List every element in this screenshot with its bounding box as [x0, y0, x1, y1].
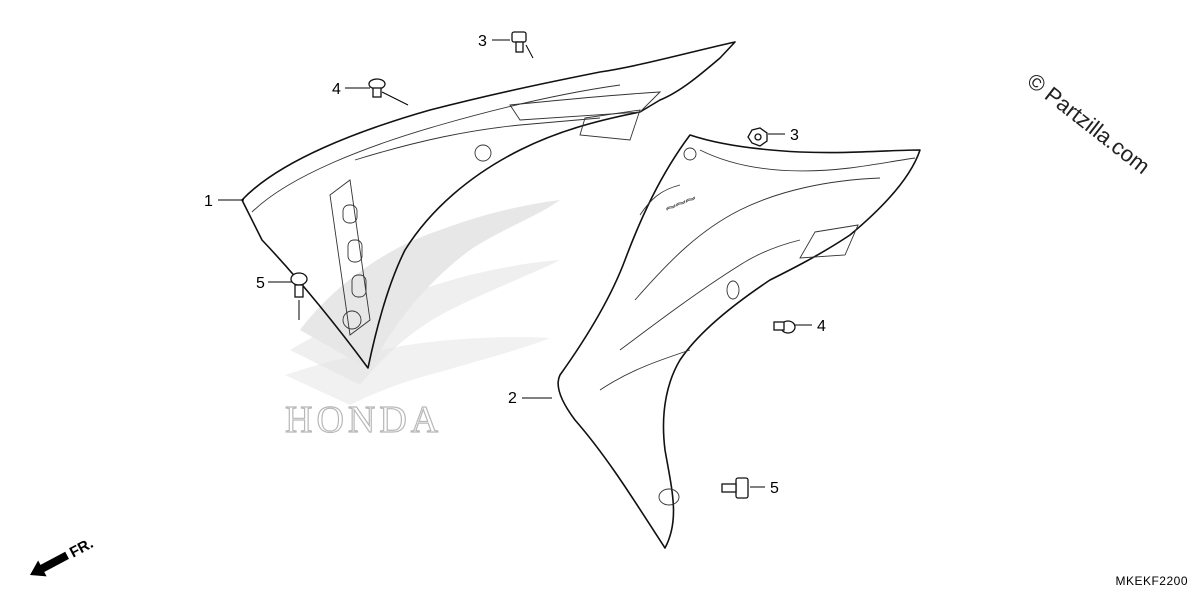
washer-bolt-4-left[interactable] — [368, 78, 386, 98]
callout-5-right: 5 — [770, 480, 779, 497]
front-direction-label: FR. — [67, 535, 96, 561]
drawing-code: MKEKF2200 — [1115, 574, 1188, 588]
bolt-top-3[interactable] — [511, 31, 527, 53]
callout-4-left: 4 — [332, 81, 341, 98]
callout-4-right: 4 — [817, 318, 826, 335]
leader-lines — [218, 39, 812, 488]
callout-3-right: 3 — [790, 127, 799, 144]
clip-5-left[interactable] — [290, 272, 308, 298]
callout-2: 2 — [508, 390, 517, 407]
svg-text:~~~: ~~~ — [662, 188, 699, 218]
honda-wing-watermark — [285, 200, 560, 405]
callout-3-top: 3 — [478, 33, 487, 50]
right-radiator-shroud[interactable]: ~~~ — [557, 134, 921, 549]
washer-bolt-4-right[interactable] — [773, 320, 796, 334]
honda-watermark-text: HONDA — [285, 399, 442, 441]
nut-3-right[interactable] — [747, 127, 768, 147]
left-radiator-shroud[interactable] — [241, 41, 736, 369]
callout-5-left: 5 — [256, 275, 265, 292]
bolt-5-right[interactable] — [721, 477, 749, 499]
front-direction-arrow: FR. — [30, 535, 96, 577]
callout-1: 1 — [204, 193, 213, 210]
